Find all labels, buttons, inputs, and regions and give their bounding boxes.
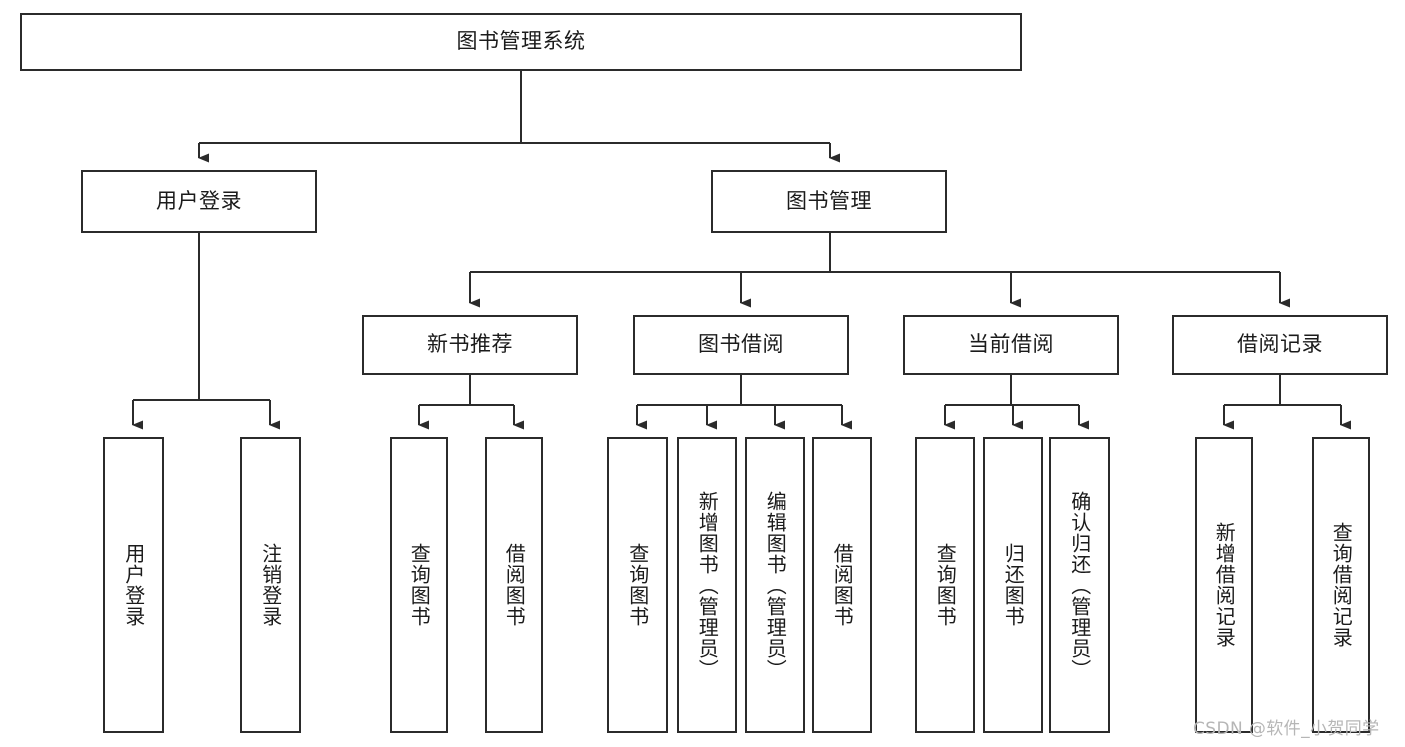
node-leaf-user-login[interactable]: 用户登录	[103, 437, 164, 733]
node-leaf-add-book-label: 新增图书（管理员）	[695, 490, 720, 680]
node-leaf-query-book-b-label: 查询图书	[625, 543, 650, 627]
node-leaf-logout-login[interactable]: 注销登录	[240, 437, 301, 733]
node-current-borrow-label: 当前借阅	[968, 332, 1054, 357]
node-current-borrow[interactable]: 当前借阅	[903, 315, 1119, 375]
node-leaf-logout-login-label: 注销登录	[258, 543, 283, 627]
node-leaf-query-book-c[interactable]: 查询图书	[915, 437, 975, 733]
node-leaf-add-book[interactable]: 新增图书（管理员）	[677, 437, 737, 733]
node-leaf-borrow-book-b-label: 借阅图书	[830, 543, 855, 627]
node-book-manage-label: 图书管理	[786, 188, 872, 213]
node-leaf-borrow-book-rec-label: 借阅图书	[502, 543, 527, 627]
node-leaf-borrow-book-rec[interactable]: 借阅图书	[485, 437, 543, 733]
node-leaf-query-book-rec-label: 查询图书	[407, 543, 432, 627]
node-user-login[interactable]: 用户登录	[81, 170, 317, 233]
node-new-book-recommend[interactable]: 新书推荐	[362, 315, 578, 375]
node-leaf-add-record[interactable]: 新增借阅记录	[1195, 437, 1253, 733]
node-root-label: 图书管理系统	[456, 29, 586, 54]
node-leaf-borrow-book-b[interactable]: 借阅图书	[812, 437, 872, 733]
node-borrow-record[interactable]: 借阅记录	[1172, 315, 1388, 375]
node-leaf-query-book-b[interactable]: 查询图书	[607, 437, 668, 733]
node-leaf-edit-book[interactable]: 编辑图书（管理员）	[745, 437, 805, 733]
node-leaf-query-book-rec[interactable]: 查询图书	[390, 437, 448, 733]
node-user-login-label: 用户登录	[156, 188, 242, 213]
node-new-book-recommend-label: 新书推荐	[427, 332, 513, 357]
node-borrow-record-label: 借阅记录	[1237, 332, 1323, 357]
node-leaf-return-book[interactable]: 归还图书	[983, 437, 1043, 733]
node-leaf-confirm-return[interactable]: 确认归还（管理员）	[1049, 437, 1110, 733]
node-leaf-user-login-label: 用户登录	[121, 543, 146, 627]
node-book-manage[interactable]: 图书管理	[711, 170, 947, 233]
node-leaf-query-record[interactable]: 查询借阅记录	[1312, 437, 1370, 733]
node-leaf-confirm-return-label: 确认归还（管理员）	[1067, 490, 1092, 680]
node-leaf-edit-book-label: 编辑图书（管理员）	[763, 490, 788, 680]
node-leaf-return-book-label: 归还图书	[1001, 543, 1026, 627]
node-root[interactable]: 图书管理系统	[20, 13, 1022, 71]
node-leaf-add-record-label: 新增借阅记录	[1212, 522, 1237, 648]
node-book-borrow-label: 图书借阅	[698, 332, 784, 357]
node-leaf-query-record-label: 查询借阅记录	[1329, 522, 1354, 648]
node-book-borrow[interactable]: 图书借阅	[633, 315, 849, 375]
node-leaf-query-book-c-label: 查询图书	[933, 543, 958, 627]
